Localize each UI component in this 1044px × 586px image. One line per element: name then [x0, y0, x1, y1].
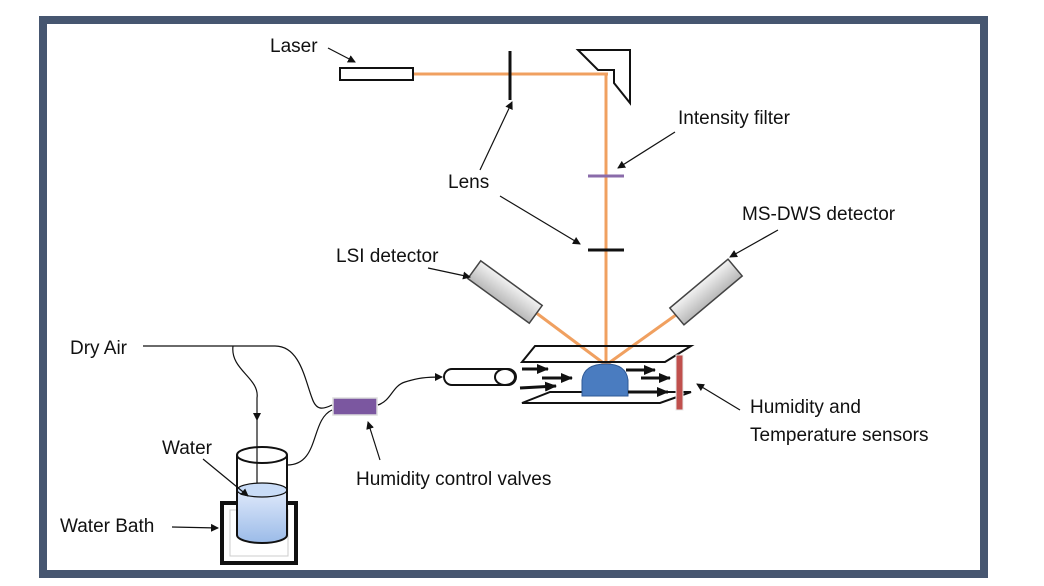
- lsi-detector-pointer: [427, 267, 471, 280]
- sample-droplet: [581, 363, 629, 397]
- mirror-prism: [575, 49, 631, 106]
- ms-dws-detector-label: MS-DWS detector: [742, 204, 896, 225]
- lsi-detector: [466, 259, 544, 325]
- water-bath-label: Water Bath: [60, 516, 154, 537]
- ms-dws-detector-pointer: [729, 229, 779, 258]
- water-pointer: [202, 458, 249, 497]
- sensors-label-line2: Temperature sensors: [750, 425, 928, 446]
- humidity-control-valve: [332, 397, 378, 416]
- humidity-temperature-sensor: [675, 354, 684, 411]
- laser-beam: [413, 72, 681, 367]
- humidity-control-valves-label: Humidity control valves: [356, 469, 551, 490]
- ms-dws-detector: [668, 258, 744, 326]
- sensors-pointer: [696, 383, 741, 411]
- lens-pointer-1: [479, 101, 513, 171]
- laser-label: Laser: [270, 36, 318, 57]
- sensors-label-line1: Humidity and: [750, 397, 861, 418]
- air-tubing: [143, 345, 443, 536]
- air-flow-arrows: [519, 364, 671, 397]
- intensity-filter-label: Intensity filter: [678, 108, 791, 129]
- laser-device: [339, 67, 414, 81]
- water-vessel: [236, 446, 288, 544]
- lens-label: Lens: [448, 172, 489, 193]
- intensity-filter-pointer: [617, 131, 676, 169]
- valve-pointer: [366, 421, 381, 461]
- dry-air-label: Dry Air: [70, 338, 128, 359]
- lsi-detector-label: LSI detector: [336, 246, 439, 267]
- water-label: Water: [162, 438, 213, 459]
- laser-pointer: [327, 47, 356, 63]
- water-bath-pointer: [171, 523, 219, 532]
- inlet-tube: [443, 368, 517, 386]
- lens-pointer-2: [499, 195, 581, 245]
